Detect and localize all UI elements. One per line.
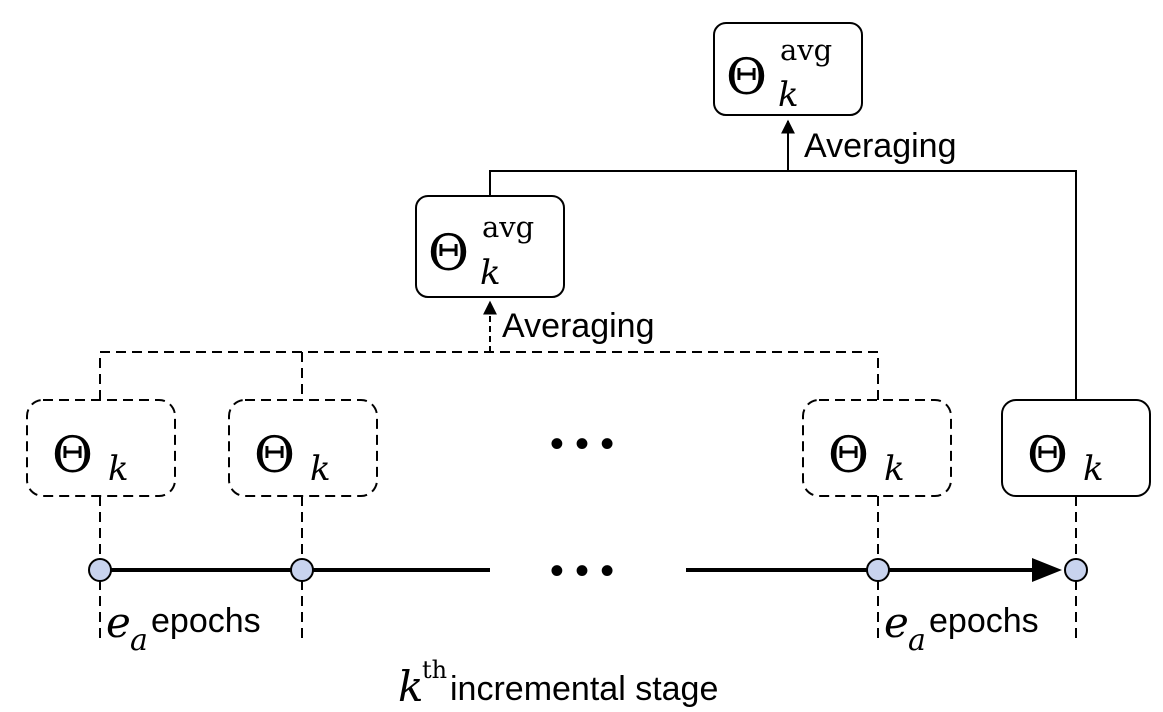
epochs-left-text: epochs (151, 602, 261, 640)
solid-bracket (489, 170, 1077, 400)
averaging-label-top: Averaging (804, 127, 957, 165)
epochs-right-text: epochs (929, 602, 1039, 640)
timeline-node-4 (1064, 558, 1088, 582)
theta-2-sub: k (310, 449, 331, 489)
theta-1: Θ (52, 426, 93, 484)
timeline-node-1 (88, 558, 112, 582)
epochs-right-a: a (908, 623, 926, 658)
theta-3-sub: k (884, 449, 905, 489)
avg-mid-theta: Θ (428, 224, 469, 282)
theta-final-sub: k (1083, 449, 1104, 489)
epochs-left-e: e (106, 598, 131, 647)
avg-top-sup: avg (780, 33, 832, 67)
epochs-label-right: e a epochs (884, 598, 1039, 658)
ellipsis-timeline: • • • (550, 549, 614, 593)
avg-box-mid (415, 195, 565, 298)
theta-2: Θ (254, 426, 295, 484)
theta-box-final: Θ k (1001, 399, 1151, 497)
dashed-drops (99, 496, 1077, 638)
avg-top-sub: k (778, 75, 799, 115)
stage-caption: k th incremental stage (398, 656, 718, 711)
timeline-arrowhead (1032, 558, 1062, 582)
stage-text: incremental stage (450, 670, 718, 708)
theta-box-2: Θ k (228, 399, 378, 497)
stage-th: th (422, 656, 447, 684)
dashed-bracket (99, 351, 879, 400)
timeline-node-3 (866, 558, 890, 582)
theta-final: Θ (1027, 426, 1068, 484)
theta-1-sub: k (108, 449, 129, 489)
epochs-left-a: a (130, 623, 148, 658)
epochs-label-left: e a epochs (106, 598, 261, 658)
theta-box-1: Θ k (26, 399, 176, 497)
ellipsis-boxes: • • • (550, 422, 614, 466)
averaging-label-mid: Averaging (502, 307, 655, 345)
epochs-right-e: e (884, 598, 909, 647)
avg-box-top (713, 22, 863, 116)
avg-mid-sup: avg (482, 210, 534, 244)
timeline-node-2 (290, 558, 314, 582)
avg-mid-sub: k (480, 253, 501, 293)
theta-3: Θ (828, 426, 869, 484)
avg-top-theta: Θ (726, 48, 767, 106)
stage-k: k (398, 662, 423, 711)
theta-box-3: Θ k (802, 399, 952, 497)
